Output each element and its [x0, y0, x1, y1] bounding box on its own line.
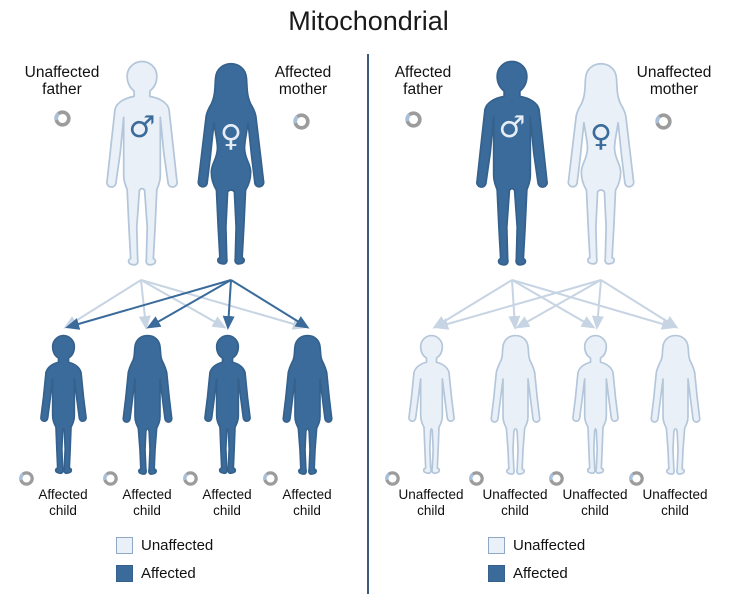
child-label: Affected child	[122, 487, 172, 518]
panel-divider	[367, 54, 369, 594]
legend-label: Affected	[513, 565, 568, 582]
inheritance-arrow	[600, 279, 679, 329]
mother-label-line2: mother	[649, 81, 699, 99]
inheritance-arrow	[508, 279, 521, 330]
donut-icon	[404, 110, 423, 129]
legend-label: Unaffected	[141, 537, 214, 554]
inheritance-arrow	[63, 279, 142, 329]
father-label-line1: Affected	[394, 64, 452, 81]
inheritance-arrow	[434, 279, 602, 330]
inheritance-arrow	[138, 279, 151, 330]
father-label-line2: father	[42, 81, 82, 99]
donut-icon	[292, 112, 311, 131]
inheritance-arrow	[515, 279, 602, 329]
child-label: Unaffected child	[398, 487, 464, 518]
child-figure	[394, 333, 469, 479]
child-figure	[478, 333, 553, 479]
child-label: Unaffected child	[642, 487, 708, 518]
female-symbol: ♀	[220, 119, 242, 154]
child-label: Affected child	[38, 487, 88, 518]
father-label: Unaffected father	[10, 64, 114, 99]
child-figure	[110, 333, 185, 479]
female-symbol: ♀	[590, 119, 612, 154]
donut-icon	[102, 470, 119, 487]
inheritance-arrow	[432, 279, 513, 329]
legend-swatch-affected	[488, 565, 505, 582]
inheritance-arrows	[63, 279, 310, 330]
mother-label-line1: Unaffected	[636, 64, 712, 81]
inheritance-arrow	[230, 279, 310, 329]
father-label: Affected father	[380, 64, 466, 99]
legend-label: Affected	[141, 565, 196, 582]
child-label: Unaffected child	[482, 487, 548, 518]
child-figure	[638, 333, 713, 479]
inheritance-arrow	[140, 279, 307, 330]
inheritance-arrow	[140, 279, 227, 329]
mother-label: Affected mother	[260, 64, 346, 99]
child-figure	[558, 333, 633, 479]
father-label-line2: father	[403, 81, 443, 99]
child-figure	[190, 333, 265, 479]
donut-icon	[53, 109, 72, 128]
mother-label-line1: Affected	[274, 64, 332, 81]
inheritance-arrow	[511, 279, 596, 329]
child-label: Unaffected child	[562, 487, 628, 518]
father-label-line1: Unaffected	[24, 64, 100, 81]
donut-icon	[18, 470, 35, 487]
legend-swatch-unaffected	[488, 537, 505, 554]
donut-icon	[628, 470, 645, 487]
inheritance-arrow	[65, 279, 232, 330]
donut-icon	[654, 112, 673, 131]
page-title: Mitochondrial	[288, 6, 449, 36]
donut-icon	[262, 470, 279, 487]
inheritance-arrows	[432, 279, 679, 330]
donut-icon	[468, 470, 485, 487]
inheritance-arrow	[222, 279, 235, 330]
legend-affected: Affected	[488, 565, 568, 582]
child-figure	[26, 333, 101, 479]
donut-icon	[548, 470, 565, 487]
child-label: Affected child	[282, 487, 332, 518]
child-label: Affected child	[202, 487, 252, 518]
male-symbol: ♂	[498, 110, 526, 145]
legend-label: Unaffected	[513, 537, 586, 554]
inheritance-arrow	[591, 279, 604, 330]
male-symbol: ♂	[128, 110, 156, 145]
donut-icon	[182, 470, 199, 487]
child-figure	[270, 333, 345, 479]
legend-unaffected: Unaffected	[116, 537, 213, 554]
legend-affected: Affected	[116, 565, 196, 582]
inheritance-arrow	[511, 279, 676, 330]
father-figure	[464, 58, 560, 276]
legend-swatch-affected	[116, 565, 133, 582]
father-figure	[94, 58, 190, 276]
inheritance-arrow	[146, 279, 232, 329]
mother-label: Unaffected mother	[622, 64, 726, 99]
legend-unaffected: Unaffected	[488, 537, 585, 554]
mother-label-line2: mother	[278, 81, 328, 99]
donut-icon	[384, 470, 401, 487]
legend-swatch-unaffected	[116, 537, 133, 554]
